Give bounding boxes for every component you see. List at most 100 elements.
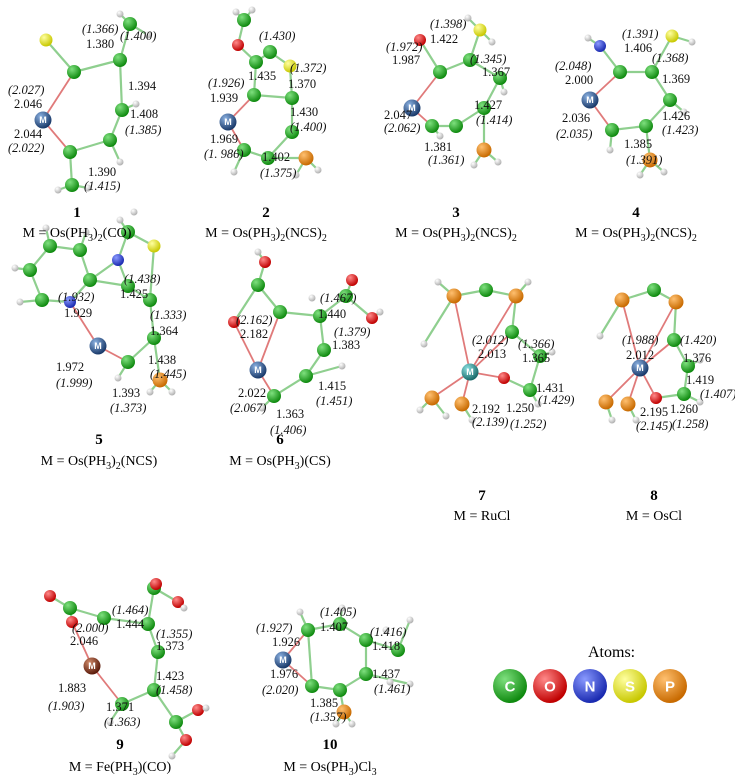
c-atom	[505, 325, 519, 339]
metal-symbol: M	[636, 363, 644, 373]
bond-line	[148, 244, 156, 302]
h-atom	[596, 332, 604, 340]
o-atom	[180, 734, 192, 746]
bond-length-label: 2.022	[238, 386, 266, 400]
h-atom	[144, 31, 152, 39]
bond-length-label: (1.333)	[150, 308, 186, 322]
metal-symbol: M	[94, 341, 102, 351]
c-atom	[121, 279, 135, 293]
c-atom	[449, 119, 463, 133]
h-atom	[608, 416, 616, 424]
bond-length-label: (1.999)	[56, 376, 92, 390]
metal-formula: M = Os(PH3)(CS)	[229, 454, 331, 472]
h-atom	[420, 340, 428, 348]
c-atom	[613, 65, 627, 79]
structure-number: 8	[650, 488, 658, 504]
p-atom	[446, 288, 462, 304]
bond-length-label: 1.987	[392, 53, 420, 67]
h-atom	[84, 184, 92, 192]
h-atom	[130, 208, 138, 216]
bond-length-label: 1.422	[430, 32, 458, 46]
bond-line	[233, 321, 259, 371]
bond-length-label: (1.252)	[510, 417, 546, 431]
s-atom	[147, 239, 161, 253]
bond-length-label: (2.020)	[262, 683, 298, 697]
bond-length-label: (1.451)	[316, 394, 352, 408]
bond-length-label: (1.385)	[125, 123, 161, 137]
bond-length-label: (2.027)	[8, 83, 44, 97]
bond-length-label: 1.408	[130, 107, 158, 121]
p-atom	[424, 390, 440, 406]
bond-length-label: 1.969	[210, 132, 238, 146]
bond-length-label: 1.444	[116, 617, 145, 631]
c-atom	[249, 55, 263, 69]
bond-length-label: (2.000)	[72, 621, 108, 635]
c-atom	[333, 617, 347, 631]
c-atom	[477, 101, 491, 115]
c-atom	[103, 133, 117, 147]
os-atom	[581, 91, 599, 109]
h-atom	[680, 108, 688, 116]
legend-n-letter: N	[585, 679, 596, 696]
h-atom	[132, 100, 140, 108]
bond-length-label: 1.926	[272, 635, 300, 649]
bond-length-label: 1.402	[262, 150, 290, 164]
bond-length-label: 1.364	[150, 324, 179, 338]
h-atom	[254, 248, 262, 256]
o-atom	[228, 316, 240, 328]
h-atom	[688, 38, 696, 46]
c-atom	[285, 125, 299, 139]
o-atom	[66, 616, 78, 628]
bond-length-label: 1.437	[372, 667, 400, 681]
bond-length-label: (1.415)	[84, 179, 120, 193]
bond-length-label: (2.145)	[636, 419, 672, 433]
bond-length-label: (1.355)	[156, 627, 192, 641]
c-atom	[151, 645, 165, 659]
h-atom	[332, 720, 340, 728]
c-atom	[169, 715, 183, 729]
s-atom	[665, 29, 679, 43]
bond-line	[422, 294, 456, 346]
os-atom	[631, 359, 649, 377]
c-atom	[147, 683, 161, 697]
h-atom	[168, 388, 176, 396]
bond-length-label: (1.406)	[270, 423, 306, 437]
bond-length-label: 1.373	[156, 639, 184, 653]
c-atom	[523, 383, 537, 397]
c-atom	[339, 289, 353, 303]
bond-length-label: (2.067)	[230, 401, 266, 415]
bond-length-label: 1.406	[624, 41, 652, 55]
s-atom	[473, 23, 487, 37]
c-atom	[645, 65, 659, 79]
c-atom	[123, 17, 137, 31]
bond-length-label: 1.929	[64, 306, 92, 320]
bond-length-label: 2.047	[384, 108, 412, 122]
c-atom	[479, 283, 493, 297]
c-atom	[247, 88, 261, 102]
p-atom	[476, 142, 492, 158]
c-atom	[667, 333, 681, 347]
h-atom	[116, 10, 124, 18]
o-atom	[650, 392, 662, 404]
bond-length-labels: (1.366)1.380(2.027)2.046(1.400)1.3941.40…	[8, 17, 735, 729]
o-atom	[232, 39, 244, 51]
bond-length-label: 1.385	[624, 137, 652, 151]
h-atom	[16, 298, 24, 306]
bond-length-label: 1.425	[120, 287, 148, 301]
c-atom	[67, 65, 81, 79]
bond-length-label: 1.976	[270, 667, 298, 681]
c-atom	[663, 93, 677, 107]
bond-length-label: (2.022)	[8, 141, 44, 155]
fe-atom	[83, 657, 101, 675]
bond-length-label: 1.972	[56, 360, 84, 374]
bond-length-label: (2.162)	[236, 313, 272, 327]
bond-length-label: (1.445)	[150, 367, 186, 381]
legend-c-ball	[493, 669, 527, 703]
c-atom	[121, 355, 135, 369]
h-atom	[632, 416, 640, 424]
bond-length-label: 1.419	[686, 373, 714, 387]
legend-o-letter: O	[544, 679, 556, 696]
c-atom	[65, 178, 79, 192]
